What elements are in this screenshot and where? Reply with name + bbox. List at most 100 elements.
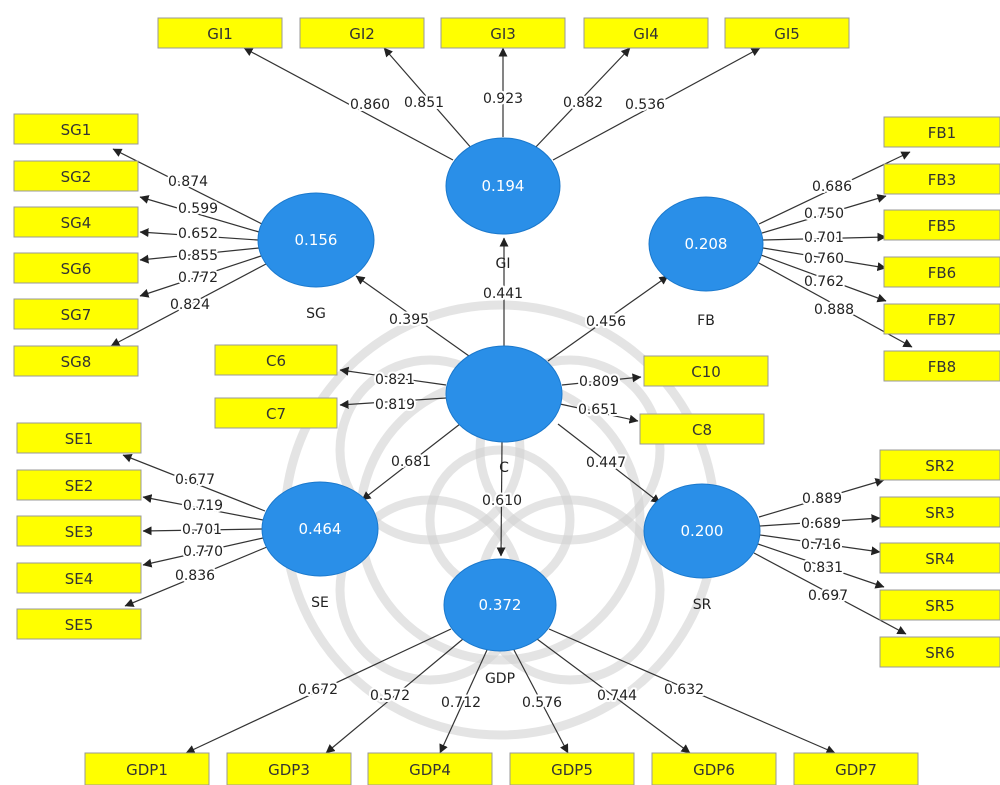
indicator-fb3[interactable]: FB3 — [883, 163, 1000, 195]
indicator-fb1[interactable]: FB1 — [883, 116, 1000, 148]
indicator-label: SR5 — [925, 597, 955, 615]
indicator-gdp7[interactable]: GDP7 — [793, 752, 919, 785]
indicator-gi3[interactable]: GI3 — [440, 17, 566, 49]
arrow-c-to-sg — [355, 275, 470, 357]
indicator-label: SE2 — [65, 477, 94, 495]
loadings-weight-sr2: 0.889 — [802, 491, 842, 507]
construct-circle — [257, 192, 375, 288]
indicator-sg4[interactable]: SG4 — [13, 206, 139, 238]
arrow-fb-to-fb7 — [760, 254, 887, 303]
loadings-weight-gdp5: 0.576 — [522, 695, 562, 711]
arrow-se-to-se3 — [142, 526, 263, 536]
indicator-se5[interactable]: SE5 — [16, 608, 142, 640]
indicator-box — [226, 752, 352, 785]
indicator-sg8[interactable]: SG8 — [13, 345, 139, 377]
indicator-box — [879, 496, 1000, 528]
indicator-label: SG1 — [61, 121, 92, 139]
indicator-label: SG8 — [61, 353, 92, 371]
arrow-c-to-c7 — [339, 397, 447, 409]
indicator-box — [16, 422, 142, 454]
indicator-label: FB6 — [928, 264, 956, 282]
arrow-se-to-se2 — [142, 494, 264, 521]
loadings-weight-gi4: 0.882 — [563, 95, 603, 111]
indicator-box — [879, 449, 1000, 481]
loadings-weight-fb1: 0.686 — [812, 179, 852, 195]
indicator-gdp3[interactable]: GDP3 — [226, 752, 352, 785]
indicator-label: SR6 — [925, 644, 955, 662]
indicator-c8[interactable]: C8 — [639, 413, 765, 445]
indicator-gi2[interactable]: GI2 — [299, 17, 425, 49]
indicator-se2[interactable]: SE2 — [16, 469, 142, 501]
indicator-sr5[interactable]: SR5 — [879, 589, 1000, 621]
arrow-se-to-se4 — [142, 537, 264, 568]
arrow-sr-to-sr5 — [757, 543, 885, 589]
indicator-gdp4[interactable]: GDP4 — [367, 752, 493, 785]
indicator-label: FB5 — [928, 217, 956, 235]
arrow-gi-to-gi5 — [552, 47, 761, 161]
arrow-gdp-to-gdp6 — [536, 638, 691, 754]
indicator-c6[interactable]: C6 — [214, 344, 338, 376]
indicator-box — [84, 752, 210, 785]
indicator-box — [883, 350, 1000, 382]
indicator-sg1[interactable]: SG1 — [13, 113, 139, 145]
indicator-box — [157, 17, 283, 49]
loadings-weight-fb7: 0.762 — [804, 274, 844, 290]
loadings-weight-gi3: 0.923 — [483, 91, 523, 107]
paths-weight-sr: 0.447 — [586, 455, 626, 471]
indicator-fb5[interactable]: FB5 — [883, 209, 1000, 241]
indicator-gdp1[interactable]: GDP1 — [84, 752, 210, 785]
indicator-box — [879, 542, 1000, 574]
loadings-weight-c10: 0.809 — [579, 374, 619, 390]
indicator-label: GDP6 — [693, 761, 735, 779]
construct-circle — [445, 345, 563, 443]
indicator-box — [13, 252, 139, 284]
indicator-gi5[interactable]: GI5 — [724, 17, 850, 49]
indicator-gi1[interactable]: GI1 — [157, 17, 283, 49]
indicator-se1[interactable]: SE1 — [16, 422, 142, 454]
indicator-se4[interactable]: SE4 — [16, 562, 142, 594]
arrow-c-to-c6 — [339, 366, 447, 386]
indicator-gi4[interactable]: GI4 — [583, 17, 709, 49]
indicator-sg2[interactable]: SG2 — [13, 160, 139, 192]
indicator-fb6[interactable]: FB6 — [883, 256, 1000, 288]
indicator-fb8[interactable]: FB8 — [883, 350, 1000, 382]
indicator-sg7[interactable]: SG7 — [13, 298, 139, 330]
indicator-label: FB8 — [928, 358, 956, 376]
construct-c[interactable]: C — [445, 345, 563, 476]
construct-name: SR — [693, 597, 712, 613]
indicator-label: C10 — [691, 363, 721, 381]
loadings-weight-gdp6: 0.744 — [597, 688, 637, 704]
indicator-gdp6[interactable]: GDP6 — [651, 752, 777, 785]
indicator-box — [883, 303, 1000, 335]
indicator-c7[interactable]: C7 — [214, 397, 338, 429]
indicator-box — [509, 752, 635, 785]
indicator-box — [639, 413, 765, 445]
indicator-box — [13, 206, 139, 238]
indicator-sr6[interactable]: SR6 — [879, 636, 1000, 668]
indicator-sr2[interactable]: SR2 — [879, 449, 1000, 481]
indicator-sr4[interactable]: SR4 — [879, 542, 1000, 574]
construct-circle — [261, 481, 379, 577]
arrow-sg-to-sg6 — [139, 247, 260, 264]
loadings-weight-se2: 0.719 — [183, 498, 223, 514]
indicator-gdp5[interactable]: GDP5 — [509, 752, 635, 785]
indicator-label: C8 — [692, 421, 712, 439]
indicator-label: FB7 — [928, 311, 956, 329]
loadings-weight-c6: 0.821 — [375, 372, 415, 388]
indicator-fb7[interactable]: FB7 — [883, 303, 1000, 335]
indicator-sg6[interactable]: SG6 — [13, 252, 139, 284]
indicator-sr3[interactable]: SR3 — [879, 496, 1000, 528]
indicator-box — [883, 256, 1000, 288]
construct-circle — [643, 483, 761, 579]
loadings-weight-se4: 0.770 — [183, 544, 223, 560]
indicator-se3[interactable]: SE3 — [16, 515, 142, 547]
arrow-c-to-fb — [547, 275, 669, 362]
indicator-c10[interactable]: C10 — [643, 355, 769, 387]
